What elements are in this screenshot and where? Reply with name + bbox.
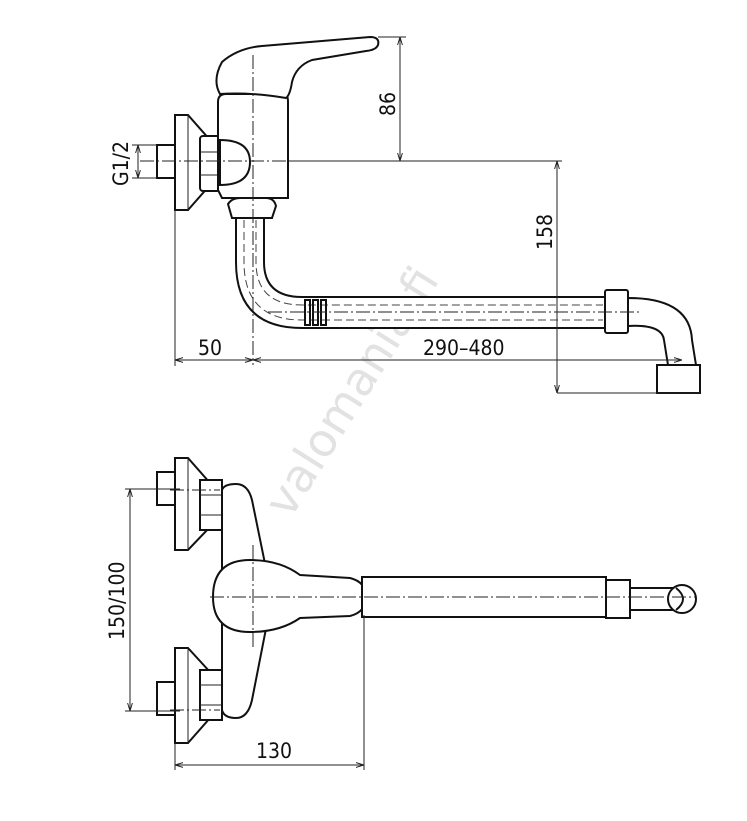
dim-inlet-spacing: 150/100	[105, 562, 129, 640]
dim-handle-height: 86	[376, 92, 400, 116]
dim-thread: G1/2	[109, 141, 133, 186]
side-view: 86 158 G1/2 50 290–480	[109, 35, 701, 394]
lever-handle	[215, 35, 380, 100]
lever-handle-top	[211, 558, 368, 634]
lower-inlet	[156, 647, 223, 744]
dim-wall-offset: 50	[198, 336, 222, 360]
dim-depth: 130	[256, 739, 292, 763]
spout-nut	[226, 197, 278, 219]
aerator-nut-top	[605, 579, 631, 619]
dim-spout-length: 290–480	[423, 336, 505, 360]
spout-bend	[627, 296, 698, 366]
body-dome	[219, 138, 252, 187]
dim-spout-drop: 158	[533, 214, 557, 250]
top-view: 150/100 130	[105, 457, 697, 770]
aerator	[656, 364, 701, 394]
upper-inlet	[156, 457, 223, 551]
